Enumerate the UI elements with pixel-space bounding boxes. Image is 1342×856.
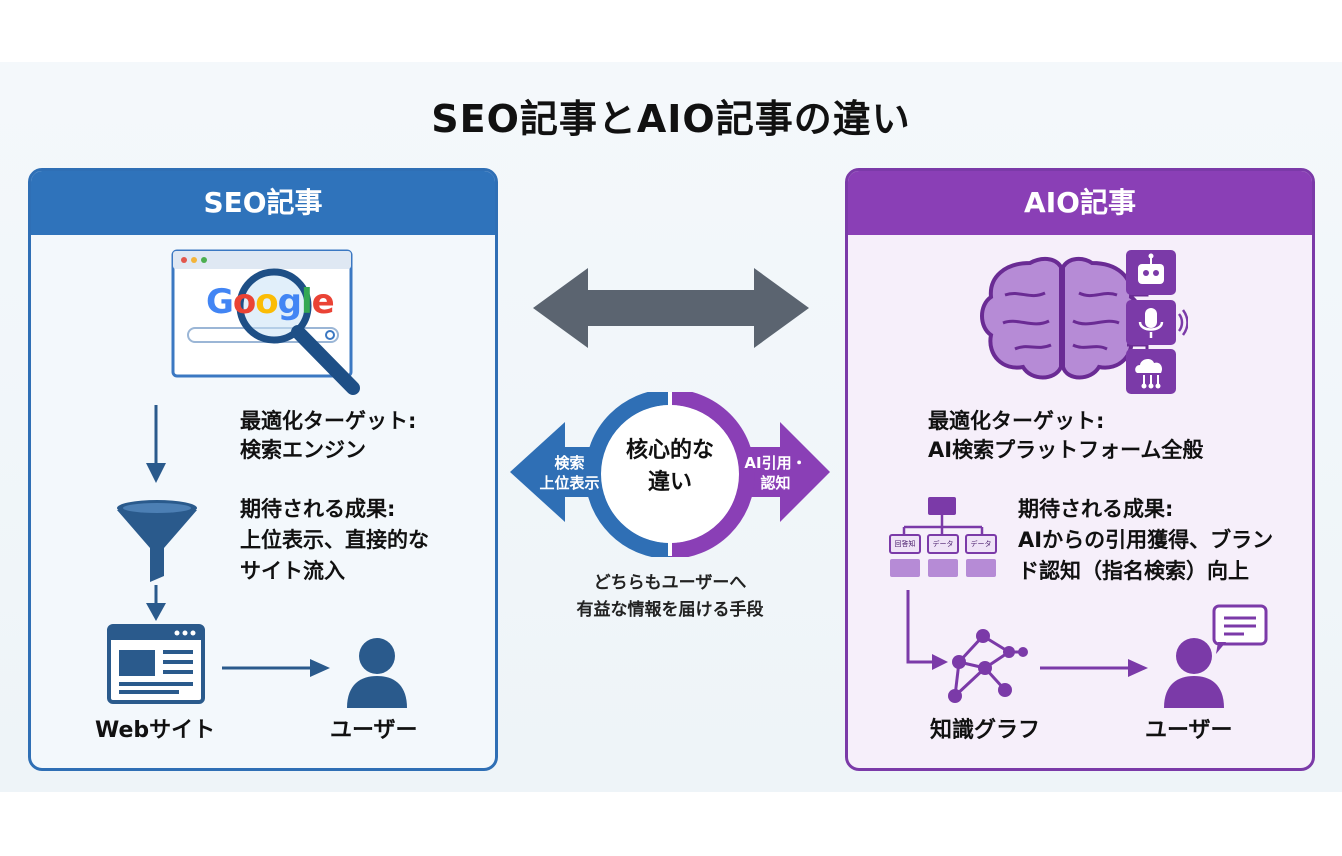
- right-arrow-icon: [1040, 659, 1148, 677]
- website-icon: [107, 624, 205, 704]
- right-arrow-label: AI引用・ 認知: [744, 454, 807, 492]
- seo-result-label: 期待される成果:: [240, 497, 396, 521]
- funnel-icon: [117, 500, 197, 582]
- website-label: Webサイト: [95, 718, 216, 743]
- cloud-network-icon: [1126, 349, 1176, 394]
- google-logo-text: Google: [206, 282, 335, 322]
- aio-result-line1: AIからの引用獲得、ブラン: [1018, 528, 1274, 552]
- aio-target-value: AI検索プラットフォーム全般: [928, 438, 1204, 462]
- org-chart-icon: [889, 497, 997, 577]
- org-box-2-label: データ: [932, 540, 954, 548]
- seo-target-value: 検索エンジン: [240, 438, 366, 462]
- aio-user-label: ユーザー: [1145, 718, 1233, 743]
- double-arrow-icon: [533, 268, 809, 348]
- core-difference-ring: [510, 392, 830, 557]
- seo-target-label: 最適化ターゲット:: [240, 409, 417, 433]
- robot-icon: [1126, 250, 1176, 295]
- left-arrow-label: 検索 上位表示: [539, 454, 600, 492]
- elbow-arrow-icon: [906, 590, 948, 670]
- page-title: SEO記事とAIO記事の違い: [431, 97, 911, 141]
- seo-result-line1: 上位表示、直接的な: [240, 528, 429, 552]
- aio-result-label: 期待される成果:: [1018, 497, 1174, 521]
- center-note: どちらもユーザーへ 有益な情報を届ける手段: [576, 573, 764, 620]
- org-box-3-label: データ: [970, 540, 992, 548]
- down-arrow-icon: [146, 405, 166, 483]
- seo-panel-header: SEO記事: [31, 171, 495, 235]
- seo-result-line2: サイト流入: [240, 559, 345, 583]
- search-browser-icon: [171, 249, 360, 395]
- aio-panel-header: AIO記事: [848, 171, 1312, 235]
- right-arrow-icon: [222, 659, 330, 677]
- knowledge-graph-icon: [948, 629, 1028, 703]
- core-difference-text: 核心的な 違い: [625, 438, 714, 495]
- aio-target-label: 最適化ターゲット:: [928, 409, 1105, 433]
- org-box-1-label: 回答知: [894, 540, 916, 548]
- aio-result-line2: ド認知（指名検索）向上: [1018, 559, 1249, 583]
- microphone-icon: [1126, 300, 1188, 345]
- user-with-chat-icon: [1164, 604, 1268, 708]
- user-icon: [347, 638, 407, 708]
- seo-user-label: ユーザー: [330, 718, 418, 743]
- down-arrow-icon: [146, 585, 166, 621]
- knowledge-graph-label: 知識グラフ: [930, 718, 1041, 743]
